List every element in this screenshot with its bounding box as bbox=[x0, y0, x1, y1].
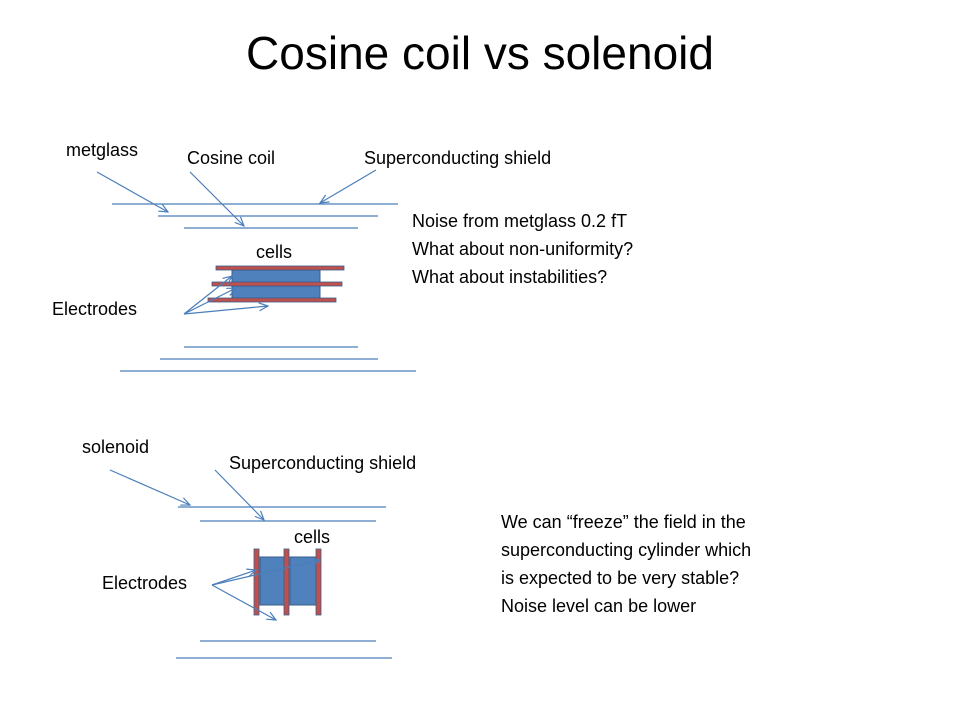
top-arrows bbox=[96, 169, 377, 315]
bottom-shield-lines bbox=[176, 506, 392, 659]
slide-title: Cosine coil vs solenoid bbox=[246, 27, 714, 79]
bottom-arrows bbox=[109, 469, 320, 620]
bottom-note-line: is expected to be very stable? bbox=[501, 568, 740, 588]
metglass-label: metglass bbox=[66, 140, 139, 160]
top-electrode-1 bbox=[215, 265, 345, 271]
cosine-coil-label: Cosine coil bbox=[187, 148, 276, 168]
bottom-superconducting-shield-label: Superconducting shield bbox=[229, 453, 417, 473]
top-electrode-3 bbox=[207, 297, 337, 303]
bottom-notes: We can “freeze” the field in the superco… bbox=[501, 508, 751, 620]
bottom-electrode-2 bbox=[283, 548, 290, 616]
solenoid-arrow bbox=[109, 469, 190, 505]
bottom-shield-arrow bbox=[214, 469, 264, 520]
top-note-line: What about instabilities? bbox=[412, 267, 608, 287]
bottom-electrode-arrow-1 bbox=[211, 570, 256, 586]
top-note-line: What about non-uniformity? bbox=[412, 239, 634, 259]
electrode-arrow-1 bbox=[183, 276, 232, 315]
bottom-electrodes-label: Electrodes bbox=[102, 573, 188, 593]
bottom-note-line: Noise level can be lower bbox=[501, 596, 697, 616]
bottom-electrode-arrow-3 bbox=[211, 584, 276, 620]
bottom-cell-left bbox=[259, 556, 287, 606]
top-cells-label: cells bbox=[256, 242, 293, 262]
electrode-arrow-2 bbox=[183, 288, 236, 315]
bottom-note-line: We can “freeze” the field in the bbox=[501, 512, 746, 532]
top-notes: Noise from metglass 0.2 fT What about no… bbox=[412, 207, 633, 291]
bottom-electrode-1 bbox=[253, 548, 260, 616]
top-electrodes-label: Electrodes bbox=[52, 299, 138, 319]
bottom-electrode-arrow-2 bbox=[211, 560, 320, 586]
top-cell-lower bbox=[231, 285, 321, 300]
top-electrode-2 bbox=[211, 281, 343, 287]
solenoid-label: solenoid bbox=[82, 437, 150, 457]
bottom-note-line: superconducting cylinder which bbox=[501, 540, 752, 560]
superconducting-shield-arrow bbox=[320, 169, 377, 203]
bottom-cells bbox=[253, 548, 322, 616]
cosine-coil-arrow bbox=[189, 171, 244, 226]
bottom-electrode-3 bbox=[315, 548, 322, 616]
top-note-line: Noise from metglass 0.2 fT bbox=[412, 211, 628, 231]
top-cells bbox=[207, 265, 345, 303]
metglass-arrow bbox=[96, 171, 168, 212]
bottom-cells-label: cells bbox=[294, 527, 331, 547]
electrode-arrow-3 bbox=[183, 306, 268, 315]
superconducting-shield-label: Superconducting shield bbox=[364, 148, 552, 168]
